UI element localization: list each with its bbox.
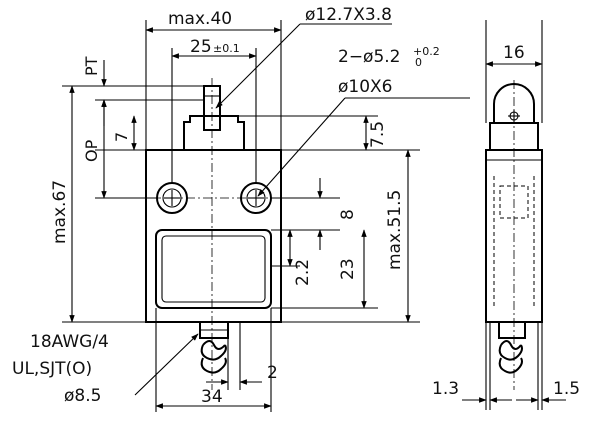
dimension-lines: [69, 23, 566, 409]
front-view: [135, 78, 290, 390]
label-body-height: max.51.5: [385, 190, 405, 270]
dimension-labels: max.40 ø12.7X3.8 25 ±0.1 2−ø5.2 +0.2 0 ø…: [50, 5, 580, 407]
label-max-height: max.67: [50, 180, 70, 244]
label-roller: ø12.7X3.8: [305, 5, 392, 25]
label-mount-holes-tol-plus: +0.2: [413, 45, 440, 58]
label-side-width: 16: [503, 43, 525, 63]
label-roller-position: 25: [190, 37, 212, 57]
label-op: OP: [82, 139, 101, 162]
label-base-width: 34: [201, 387, 223, 407]
label-max-width: max.40: [168, 9, 232, 29]
label-side-right-offset: 1.5: [553, 379, 580, 399]
label-roller-position-tol: ±0.1: [213, 42, 240, 55]
label-mount-holes-tol-minus: 0: [415, 56, 422, 69]
cable-gland: [199, 322, 229, 374]
label-pocket-offset: 2.2: [293, 259, 313, 286]
side-view: [485, 80, 543, 390]
label-counterbore: ø10X6: [338, 77, 393, 97]
label-cable-offset: 2: [267, 363, 278, 383]
label-top-offset: 7.5: [368, 121, 388, 148]
label-hole-gap: 8: [338, 209, 358, 220]
label-side-left-offset: 1.3: [432, 379, 459, 399]
cable-spec-line3: ø8.5: [64, 386, 101, 406]
cable-spec-line1: 18AWG/4: [30, 332, 109, 352]
label-mount-holes: 2−ø5.2: [338, 47, 401, 67]
extension-lines: [62, 20, 543, 412]
cable-spec-line2: UL,SJT(O): [12, 359, 92, 379]
label-pt: PT: [82, 56, 101, 76]
switch-body: [145, 149, 282, 323]
label-pocket-height: 23: [338, 258, 358, 280]
plunger-head: [183, 85, 245, 150]
front-window: [155, 229, 272, 309]
label-seven: 7: [112, 132, 131, 142]
cable-spec: 18AWG/4 UL,SJT(O) ø8.5: [12, 332, 109, 406]
